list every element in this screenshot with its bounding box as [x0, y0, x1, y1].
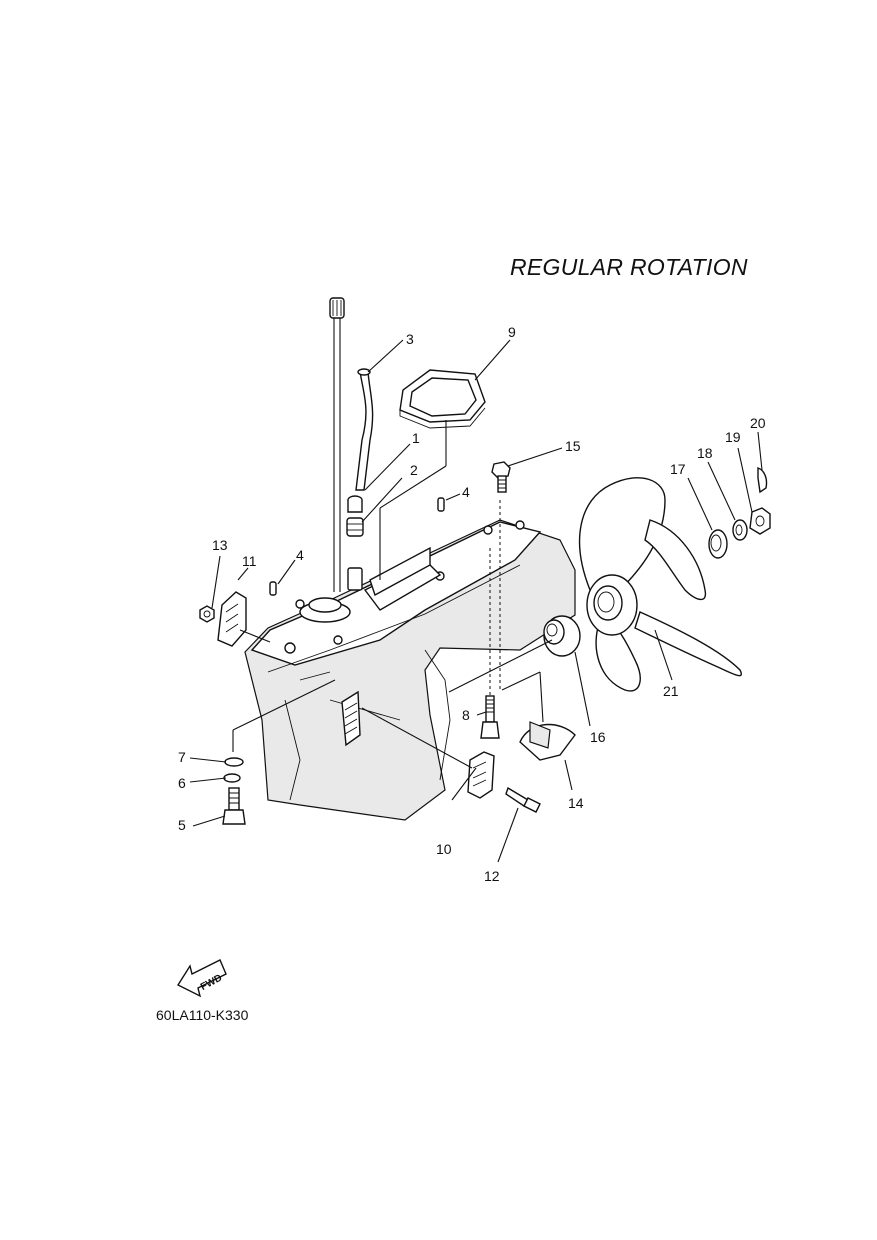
cotter-pin-20 — [757, 467, 768, 494]
anode-11 — [217, 591, 247, 647]
anode-10 — [467, 751, 495, 799]
washer-18 — [732, 519, 748, 541]
callout-4-left: 4 — [296, 547, 304, 563]
callout-18: 18 — [697, 445, 713, 461]
callout-8: 8 — [462, 707, 470, 723]
callout-4-right: 4 — [462, 484, 470, 500]
callout-14: 14 — [568, 795, 584, 811]
callout-20: 20 — [750, 415, 766, 431]
propeller-21 — [578, 477, 742, 692]
callout-6: 6 — [178, 775, 186, 791]
callout-1: 1 — [412, 430, 420, 446]
washer-7 — [224, 757, 244, 767]
spacer-17 — [708, 529, 728, 559]
callout-16: 16 — [590, 729, 606, 745]
screw-12 — [505, 786, 541, 813]
callout-3: 3 — [406, 331, 414, 347]
callout-17: 17 — [670, 461, 686, 477]
lower-case-housing — [244, 519, 576, 821]
washer-6 — [223, 773, 241, 783]
callout-12: 12 — [484, 868, 500, 884]
callout-15: 15 — [565, 438, 581, 454]
dowel-pin-right — [437, 497, 445, 512]
callout-10: 10 — [436, 841, 452, 857]
thrust-hub-16 — [543, 615, 581, 657]
bolt-8 — [480, 695, 500, 739]
water-tube-assembly — [346, 368, 374, 591]
callout-9: 9 — [508, 324, 516, 340]
callout-11: 11 — [242, 553, 257, 569]
callout-13: 13 — [212, 537, 228, 553]
nut-13 — [199, 605, 215, 623]
fwd-arrow-icon: FWD — [176, 959, 227, 998]
callout-21: 21 — [663, 683, 679, 699]
diagram-title: REGULAR ROTATION — [510, 254, 748, 280]
callout-5: 5 — [178, 817, 186, 833]
gasket — [399, 369, 486, 429]
bolt-15 — [491, 461, 511, 493]
diagram-code: 60LA110-K330 — [156, 1007, 249, 1023]
bolt-5 — [222, 787, 246, 825]
callout-2: 2 — [410, 462, 418, 478]
dowel-pin-left — [269, 581, 277, 596]
callout-7: 7 — [178, 749, 186, 765]
trim-tab-14 — [519, 721, 576, 761]
leader-lines — [189, 339, 763, 863]
callout-numbers: 1 2 3 4 4 5 6 7 8 9 10 11 12 13 14 15 16… — [178, 324, 766, 884]
drive-shaft — [329, 297, 345, 592]
callout-19: 19 — [725, 429, 741, 445]
nut-19 — [749, 507, 771, 535]
